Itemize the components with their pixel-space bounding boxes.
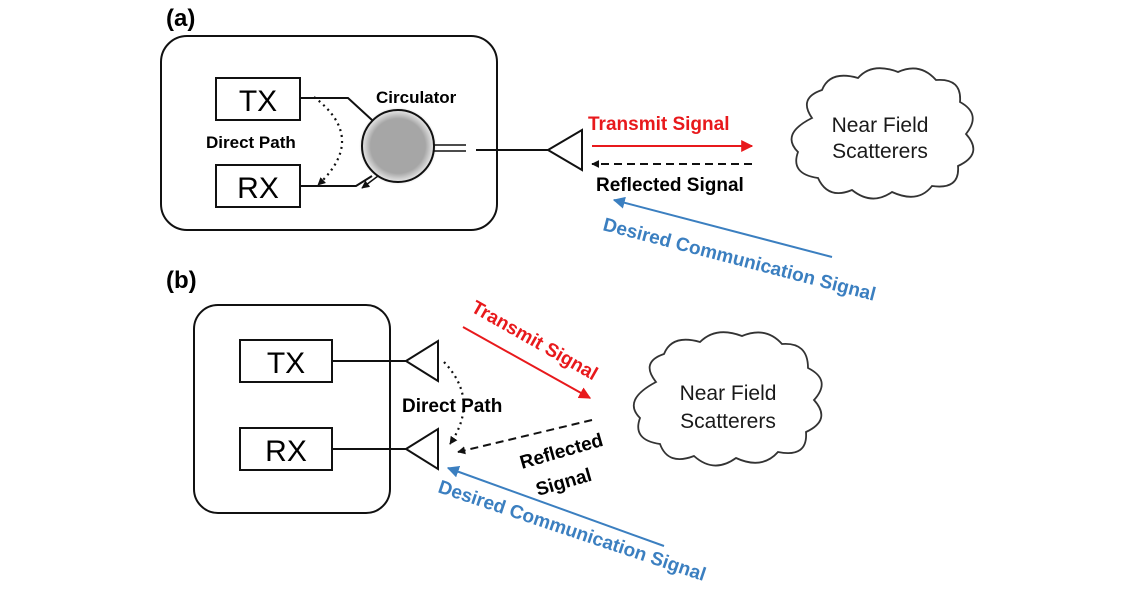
- direct-path-label-b: Direct Path: [402, 396, 502, 417]
- antenna-a: [546, 128, 583, 172]
- transmit-arrow-b: [462, 326, 592, 399]
- tx-antenna-b: [404, 339, 439, 383]
- scatterers-label-a-line2: Scatterers: [832, 140, 928, 163]
- rx-label: RX: [237, 172, 279, 205]
- circulator-label: Circulator: [376, 88, 457, 107]
- circulator-shadow: [359, 107, 437, 185]
- panel-b: (b) TX RX Direct Path Transmit Signal Re…: [166, 267, 823, 586]
- desired-arrow-b: [446, 466, 665, 547]
- panel-b-enclosure: [193, 304, 391, 514]
- panel-b-label: (b): [166, 267, 197, 294]
- direct-path-arrow: [313, 96, 344, 186]
- transmit-signal-label-a: Transmit Signal: [588, 114, 729, 135]
- reflected-arrow-b: [457, 419, 593, 455]
- desired-signal-label-b: Desired Communication Signal: [435, 477, 708, 586]
- circulator: [361, 109, 435, 183]
- scatterers-label-b-line1: Near Field: [680, 382, 777, 405]
- rx-antenna-b: [404, 427, 439, 471]
- scatterers-label-b-line2: Scatterers: [680, 410, 776, 433]
- scatterers-cloud-a: [790, 67, 975, 200]
- tx-label: TX: [239, 85, 277, 118]
- circulator-rx-line: [300, 175, 373, 187]
- desired-signal-label-a: Desired Communication Signal: [601, 215, 878, 306]
- desired-arrow-a: [612, 196, 833, 258]
- circulator-inner-arrow: [361, 175, 379, 189]
- panel-a-label: (a): [166, 5, 195, 32]
- scatterers-cloud-b: [632, 331, 823, 467]
- tx-circulator-line: [300, 97, 373, 121]
- reflected-label-b-line2: Signal: [534, 465, 595, 501]
- rx-label-b: RX: [265, 435, 307, 468]
- tx-label-b: TX: [267, 347, 305, 380]
- reflected-label-b-line1: Reflected: [518, 430, 606, 474]
- reflected-signal-label-a: Reflected Signal: [596, 175, 744, 196]
- panel-a-enclosure: [160, 35, 498, 231]
- panel-a: (a) TX RX Direct Path Circulator Transmi…: [160, 5, 975, 306]
- scatterers-label-a-line1: Near Field: [832, 114, 929, 137]
- direct-path-label: Direct Path: [206, 133, 296, 152]
